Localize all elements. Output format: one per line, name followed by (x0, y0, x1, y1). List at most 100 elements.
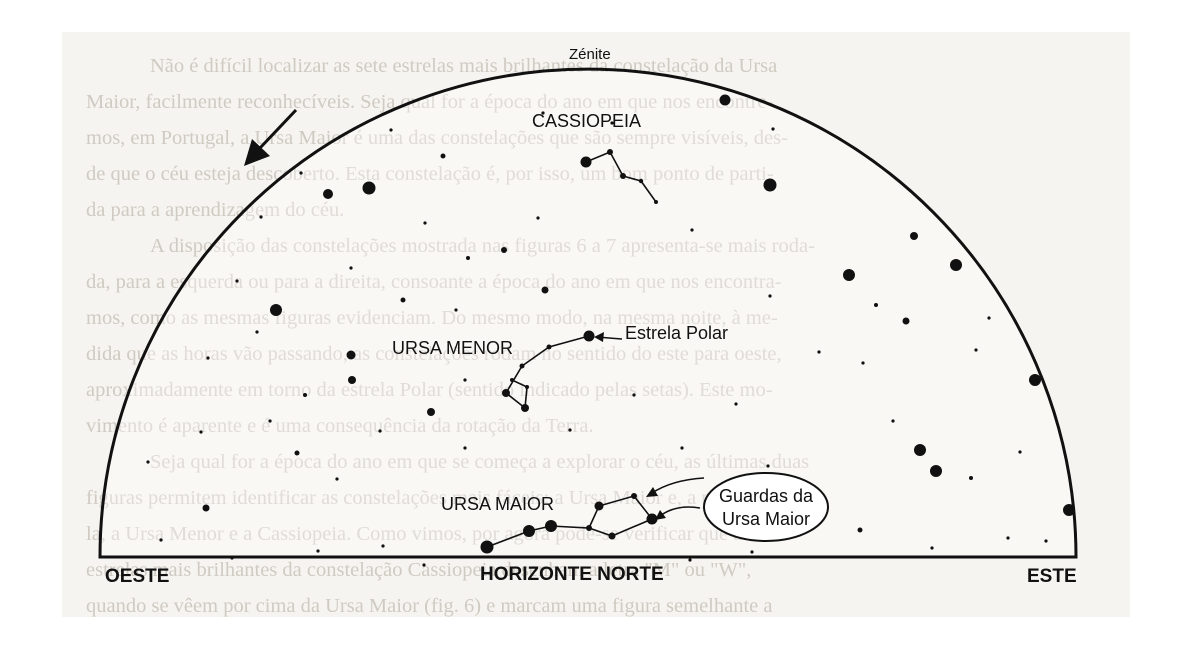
star (202, 504, 210, 512)
star (654, 200, 658, 204)
guardas-label-line-2: Ursa Maior (722, 509, 810, 529)
zenith-label: Zénite (569, 46, 611, 63)
star (580, 156, 592, 168)
star (766, 464, 770, 468)
star (1029, 374, 1041, 386)
bg-line-15: estrelas mais brilhantes da constelação … (86, 559, 751, 581)
star (750, 550, 754, 554)
star (502, 389, 510, 397)
star (690, 228, 694, 232)
star (680, 446, 684, 450)
star (610, 121, 614, 125)
pointers (594, 332, 705, 520)
star (427, 408, 435, 416)
star (607, 149, 613, 155)
bg-line-16: quando se vêem por cima da Ursa Maior (f… (86, 595, 772, 617)
star (159, 538, 163, 542)
bg-line-9: dida que as horas vão passando, as const… (86, 343, 782, 365)
star (891, 419, 895, 423)
star (521, 404, 529, 412)
star (206, 356, 210, 360)
star (1044, 539, 1048, 543)
rotation-arrow-icon (244, 108, 298, 166)
star (348, 376, 356, 384)
page-scan (62, 32, 1130, 617)
star (235, 279, 239, 283)
ursa-menor-label: URSA MENOR (392, 338, 513, 358)
star (719, 94, 731, 106)
estrela-polar-label: Estrela Polar (625, 323, 728, 343)
bg-line-12: Seja qual for a época do ano em que se c… (150, 451, 809, 473)
bleed-through-text: Não é difícil localizar as sete estrelas… (86, 55, 815, 617)
guardas-pointer-2-head (655, 510, 666, 520)
star (335, 477, 339, 481)
star (346, 350, 356, 360)
star (1006, 536, 1010, 540)
star (546, 344, 552, 350)
guardas-callout-ellipse (703, 472, 829, 542)
star (620, 173, 626, 179)
bg-line-1: Não é difícil localizar as sete estrelas… (150, 55, 777, 77)
bg-line-3: mos, em Portugal, a Ursa Maior é uma das… (86, 127, 788, 149)
star (631, 493, 637, 499)
star (914, 444, 926, 456)
star (381, 544, 385, 548)
star (316, 549, 320, 553)
star (857, 527, 863, 533)
star (294, 450, 300, 456)
star (230, 556, 234, 560)
cassiopeia-label: CASSIOPEIA (532, 111, 641, 131)
star (199, 430, 203, 434)
star (843, 269, 855, 281)
bg-line-6: A disposição das constelações mostrada n… (150, 235, 815, 257)
star (389, 128, 393, 132)
star (349, 266, 353, 270)
star (536, 216, 540, 220)
star (568, 428, 572, 432)
star (480, 540, 494, 554)
star (525, 385, 529, 389)
bg-line-5: da para a aprendizagem do céu. (86, 199, 344, 221)
polar-pointer-head (594, 332, 604, 342)
star (817, 350, 821, 354)
star (541, 286, 549, 294)
star (688, 558, 692, 562)
oeste-label: OESTE (105, 566, 169, 587)
star (734, 402, 738, 406)
star (299, 171, 303, 175)
star (1018, 450, 1022, 454)
star (763, 178, 777, 192)
star (930, 465, 942, 477)
star (541, 111, 545, 115)
star (583, 330, 595, 342)
star (362, 181, 376, 195)
stars (146, 94, 1075, 567)
star (646, 513, 658, 525)
star (974, 348, 978, 352)
star (466, 256, 470, 260)
star (255, 330, 259, 334)
star (422, 563, 426, 567)
este-label: ESTE (1027, 566, 1077, 587)
star (874, 303, 878, 307)
star (768, 294, 772, 298)
star (594, 501, 604, 511)
ursa-maior-label: URSA MAIOR (441, 494, 554, 514)
star (259, 215, 263, 219)
bg-line-2: Maior, facilmente reconhecíveis. Seja qu… (86, 91, 774, 113)
star (861, 361, 865, 365)
guardas-label-line-1: Guardas da (719, 486, 814, 506)
star (638, 178, 644, 184)
guardas-pointer-1 (651, 477, 705, 494)
star (632, 393, 636, 397)
bg-line-10: aproximadamente em torno da estrela Pola… (86, 379, 773, 401)
star (586, 525, 592, 531)
star (930, 546, 934, 550)
star (523, 525, 535, 537)
star (440, 153, 446, 159)
star (268, 419, 272, 423)
bg-line-11: vimento é aparente e é uma consequência … (86, 415, 594, 437)
